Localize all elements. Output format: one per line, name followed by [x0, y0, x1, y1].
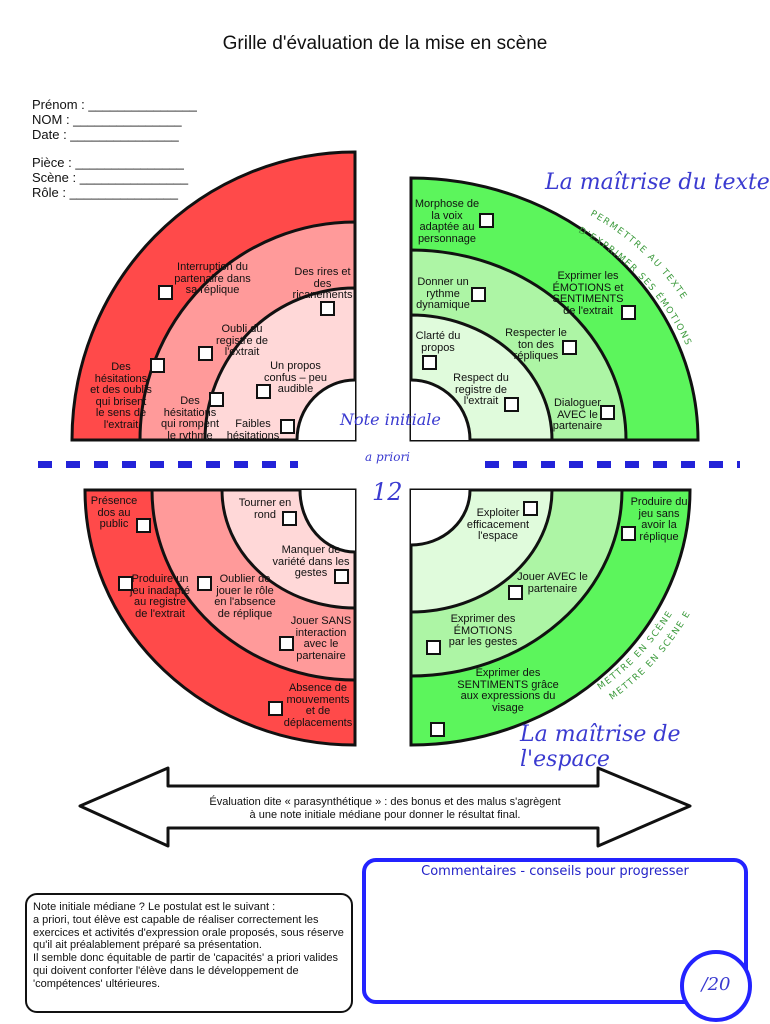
criterion-label: Produire du jeu sans avoir la réplique	[630, 496, 688, 543]
criterion-checkbox[interactable]	[268, 701, 283, 716]
criterion-checkbox[interactable]	[426, 640, 441, 655]
criterion-checkbox[interactable]	[621, 526, 636, 541]
criterion-label: Oublier de jouer le rôle en l'absence de…	[214, 573, 276, 620]
criterion-label: Respecter le ton des répliques	[505, 327, 567, 362]
criterion-label: Jouer AVEC le partenaire	[517, 571, 588, 595]
criterion-checkbox[interactable]	[320, 301, 335, 316]
criterion-checkbox[interactable]	[621, 305, 636, 320]
criterion-label: Des rires et des ricanements	[292, 266, 353, 301]
criterion-checkbox[interactable]	[600, 405, 615, 420]
criterion-checkbox[interactable]	[118, 576, 133, 591]
page-title: Grille d'évaluation de la mise en scène	[222, 33, 548, 54]
divider-left	[38, 461, 298, 468]
criterion-label: Exprimer des SENTIMENTS grâce aux expres…	[457, 667, 559, 714]
criterion-label: Tourner en rond	[238, 497, 292, 521]
piece-field[interactable]: Pièce : _______________	[32, 155, 184, 170]
criterion-checkbox[interactable]	[422, 355, 437, 370]
criterion-label: Respect du registre de l'extrait	[453, 372, 509, 407]
score-label: /20	[701, 974, 731, 995]
criterion-label: Exprimer des ÉMOTIONS par les gestes	[448, 613, 518, 648]
criterion-checkbox[interactable]	[198, 346, 213, 361]
criterion-checkbox[interactable]	[256, 384, 271, 399]
criterion-checkbox[interactable]	[279, 636, 294, 651]
criterion-checkbox[interactable]	[334, 569, 349, 584]
criterion-label: Produire un jeu inadapté au registre de …	[130, 573, 190, 620]
note-initiale-value: 12	[372, 478, 403, 506]
criterion-label: Oubli du registre de l'extrait	[216, 323, 268, 358]
criterion-label: Présence dos au public	[90, 495, 138, 530]
criterion-checkbox[interactable]	[430, 722, 445, 737]
nom-field[interactable]: NOM : _______________	[32, 112, 182, 127]
note-initiale-label: Note initiale	[340, 410, 441, 429]
arrow-caption-line: Évaluation dite « parasynthétique » : de…	[209, 796, 561, 808]
criterion-checkbox[interactable]	[158, 285, 173, 300]
scene-field[interactable]: Scène : _______________	[32, 170, 189, 185]
comments-title: Commentaires - conseils pour progresser	[421, 864, 689, 879]
criterion-checkbox[interactable]	[136, 518, 151, 533]
criterion-label: Faibles hésitations	[226, 418, 280, 442]
criterion-checkbox[interactable]	[508, 585, 523, 600]
final-score-circle[interactable]: /20	[680, 950, 752, 1022]
criterion-label: Clarté du propos	[415, 330, 461, 354]
arrow-caption: Évaluation dite « parasynthétique » : de…	[170, 796, 600, 822]
divider-right	[485, 461, 740, 468]
criterion-label: Absence de mouvements et de déplacements	[283, 682, 353, 729]
criterion-checkbox[interactable]	[504, 397, 519, 412]
a-priori-label: a priori	[365, 450, 411, 464]
note-text: Note initiale médiane ? Le postulat est …	[33, 901, 276, 913]
criterion-label: Morphose de la voix adaptée au personnag…	[414, 198, 480, 245]
criterion-checkbox[interactable]	[479, 213, 494, 228]
criterion-checkbox[interactable]	[471, 287, 486, 302]
comments-box[interactable]: Commentaires - conseils pour progresser	[362, 858, 748, 1004]
criterion-checkbox[interactable]	[280, 419, 295, 434]
prenom-field[interactable]: Prénom : _______________	[32, 97, 197, 112]
criterion-checkbox[interactable]	[523, 501, 538, 516]
note-text: Il semble donc équitable de partir de 'c…	[33, 952, 339, 990]
criterion-label: Interruption du partenaire dans sa répli…	[174, 261, 251, 296]
criterion-checkbox[interactable]	[197, 576, 212, 591]
criterion-label: Dialoguer AVEC le partenaire	[552, 397, 603, 432]
criterion-checkbox[interactable]	[209, 392, 224, 407]
criterion-label: Manquer de variété dans les gestes	[272, 544, 350, 579]
criterion-label: Exploiter efficacement l'espace	[466, 507, 530, 542]
criterion-checkbox[interactable]	[562, 340, 577, 355]
criterion-label: Des hésitations qui rompent le rythme	[160, 395, 220, 442]
section-title-espace: La maîtrise de l'espace	[520, 722, 681, 772]
note-text: a priori, tout élève est capable de réal…	[33, 913, 344, 952]
note-explanation-box: Note initiale médiane ? Le postulat est …	[25, 893, 353, 1013]
role-field[interactable]: Rôle : _______________	[32, 185, 179, 200]
date-field[interactable]: Date : _______________	[32, 127, 179, 142]
criterion-label: Jouer SANS interaction avec le partenair…	[290, 615, 352, 662]
criterion-label: Exprimer les ÉMOTIONS et SENTIMENTS de l…	[552, 270, 624, 317]
criterion-label: Un propos confus – peu audible	[264, 360, 327, 395]
arrow-caption-line: à une note initiale médiane pour donner …	[249, 809, 521, 821]
criterion-label: Des hésitations et des oublis qui brisen…	[90, 361, 152, 431]
criterion-checkbox[interactable]	[150, 358, 165, 373]
criterion-label: Donner un rythme dynamique	[416, 276, 470, 311]
section-title-texte: La maîtrise du texte	[545, 170, 770, 195]
double-arrow	[78, 766, 692, 848]
criterion-checkbox[interactable]	[282, 511, 297, 526]
